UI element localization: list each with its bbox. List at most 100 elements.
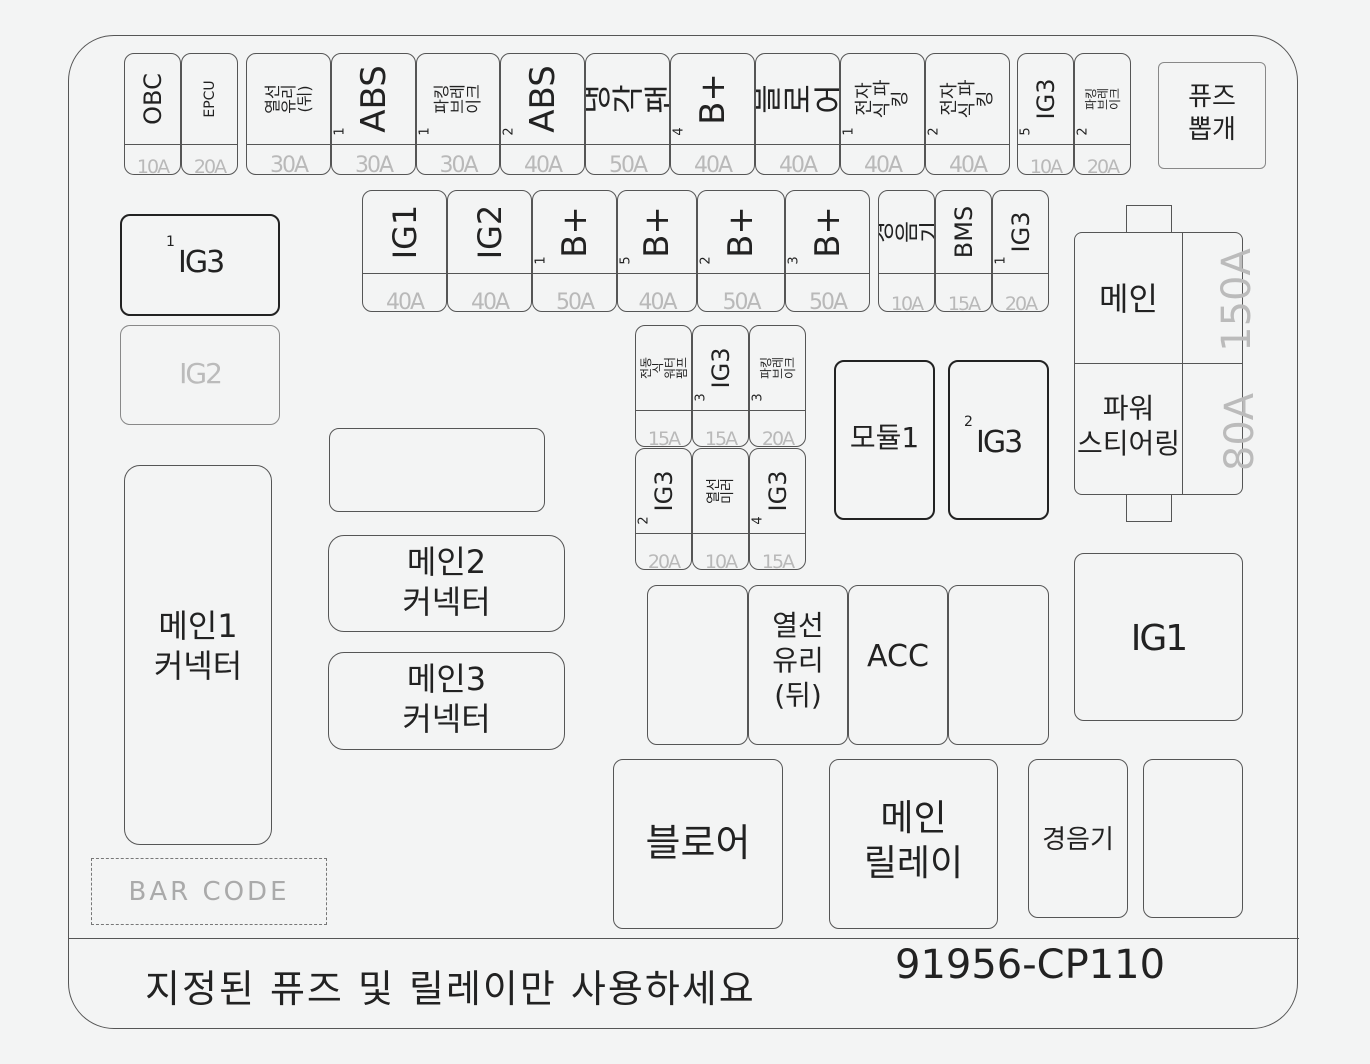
fuse-amperage: 40A (778, 153, 818, 175)
fuse-amperage: 15A (761, 551, 795, 570)
fuse-number: 1 (417, 127, 433, 136)
fuse-label: B+ (721, 206, 761, 258)
relay-acc[interactable]: ACC (848, 585, 948, 745)
fuse-amperage: 10A (136, 156, 170, 175)
empty-relay-slot (1143, 759, 1243, 918)
fuse-number: 2 (698, 256, 714, 265)
fuse-second-row[interactable]: 경음기10A (878, 190, 935, 312)
fuse-label-area: 파킹 브레이크 2 (1075, 54, 1130, 145)
block-divider (1075, 363, 1242, 364)
relay-ig3-2[interactable]: 2 IG3 (948, 360, 1049, 520)
main-relay[interactable]: 메인 릴레이 (829, 759, 998, 929)
relay-ig2[interactable]: IG2 (120, 325, 280, 425)
fuse-top-row[interactable]: 냉각팬50A (585, 53, 670, 175)
fuse-amperage: 20A (761, 428, 795, 447)
relay-horn[interactable]: 경음기 (1028, 759, 1128, 918)
fuse-box-outline (68, 35, 1298, 1029)
fuse-amperage: 40A (523, 153, 563, 175)
relay-label: IG3 (976, 425, 1023, 460)
relay-label: ACC (867, 639, 929, 674)
fuse-mid-small[interactable]: 열선미러 10A (692, 448, 749, 570)
fuse-label: B+ (807, 206, 848, 258)
relay-ig1[interactable]: IG1 (1074, 553, 1243, 721)
fuse-top-row[interactable]: OBC 10A (124, 53, 181, 175)
power-steering-label: 파워 스티어링 (1076, 392, 1181, 460)
main2-connector[interactable]: 메인2 커넥터 (328, 535, 565, 632)
fuse-amperage: 40A (470, 290, 510, 312)
fuse-number: 2 (1075, 127, 1091, 136)
relay-number: 1 (166, 234, 175, 250)
fuse-number: 2 (636, 516, 652, 525)
fuse-number: 5 (1018, 127, 1034, 136)
fuse-label: 열선미러 (705, 478, 736, 504)
relay-ig3-1[interactable]: 1 IG3 (120, 214, 280, 316)
fuse-number: 2 (501, 127, 517, 136)
fuse-amperage: 10A (704, 551, 738, 570)
fuse-amperage: 10A (1029, 156, 1063, 175)
fuse-label-area: 열선미러 (693, 449, 748, 534)
fuse-amperage: 50A (608, 153, 648, 175)
main3-connector[interactable]: 메인3 커넥터 (328, 652, 565, 750)
fuse-label-area: ABS 2 (501, 54, 584, 145)
fuse-label: ABS (353, 65, 394, 133)
fuse-top-row[interactable]: EPCU 20A (181, 53, 238, 175)
relay-number: 2 (964, 414, 973, 430)
fuse-label: 파킹 브레이크 (1083, 87, 1122, 111)
relay-module1[interactable]: 모듈1 (834, 360, 935, 520)
relay-label: 경음기 (1042, 825, 1114, 855)
relay-label: IG2 (179, 357, 223, 390)
fuse-label-area: OBC (125, 54, 180, 145)
barcode-area: BAR CODE (91, 858, 327, 925)
relay-blower[interactable]: 블로어 (613, 759, 783, 929)
fuse-label-area: EPCU (182, 54, 237, 145)
fuse-second-row[interactable]: IG3 1 20A (992, 190, 1049, 312)
fuse-number: 1 (993, 256, 1009, 265)
fuse-top-row[interactable]: 열선유리 (뒤)30A (246, 53, 331, 175)
fuse-amperage: 20A (193, 156, 227, 175)
main1-connector[interactable]: 메인1 커넥터 (124, 465, 272, 845)
fuse-label: ABS (522, 65, 563, 133)
empty-relay-slot (647, 585, 748, 745)
fuse-label: OBC (138, 73, 167, 125)
fuse-amperage: 20A (1004, 293, 1038, 312)
fuse-label-area: IG2 (448, 191, 531, 274)
relay-label: IG3 (178, 245, 225, 280)
fuse-label: IG3 (1006, 211, 1035, 253)
fuse-top-row[interactable]: 블로어40A (755, 53, 840, 175)
fuse-amperage: 40A (863, 153, 903, 175)
mount-tab-bottom (1126, 492, 1172, 522)
relay-label: 모듈1 (849, 421, 920, 454)
fuse-label: 전동식 워터펌프 (638, 356, 689, 380)
fuse-amperage: 40A (693, 153, 733, 175)
fuse-number: 2 (926, 127, 942, 136)
fuse-top-row[interactable]: ABS 2 40A (500, 53, 585, 175)
relay-rear-defrost[interactable]: 열선 유리 (뒤) (748, 585, 848, 745)
fuse-label: B+ (554, 206, 595, 258)
fuse-label: IG3 (649, 470, 678, 512)
fuse-amperage: 50A (555, 290, 595, 312)
fuse-amperage: 20A (647, 551, 681, 570)
fuse-second-row[interactable]: IG2 40A (447, 190, 532, 312)
